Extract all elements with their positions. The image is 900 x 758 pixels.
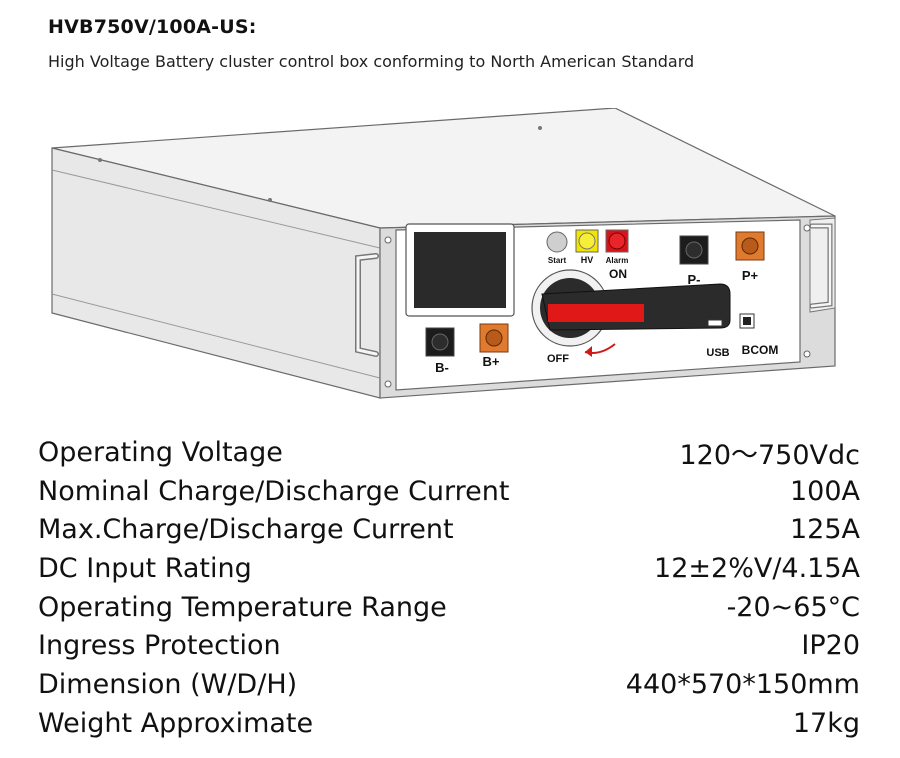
spec-value: -20~65°C: [726, 591, 860, 623]
spec-value: 17kg: [792, 707, 860, 739]
spec-row: Max.Charge/Discharge Current 125A: [38, 510, 860, 549]
left-handle: [355, 253, 379, 357]
on-label: ON: [609, 267, 627, 281]
indicator-start-light: Start: [546, 231, 568, 265]
spec-value: IP20: [801, 630, 860, 662]
spec-row: Ingress Protection IP20: [38, 626, 860, 665]
spec-label: Operating Voltage: [38, 436, 283, 468]
spec-label: Ingress Protection: [38, 630, 281, 662]
svg-text:P+: P+: [742, 268, 759, 283]
svg-text:Alarm: Alarm: [606, 256, 629, 265]
spec-label: Nominal Charge/Discharge Current: [38, 475, 510, 507]
control-box-illustration: Start HV Alarm ON P- P+ OFF B-: [51, 108, 836, 399]
spec-value: 100A: [789, 475, 860, 507]
svg-text:OFF: OFF: [547, 353, 569, 365]
svg-text:BCOM: BCOM: [742, 343, 779, 357]
bcom-port: BCOM: [739, 313, 779, 357]
svg-text:Start: Start: [548, 256, 567, 265]
usb-port: USB: [706, 319, 730, 359]
spec-label: Dimension (W/D/H): [38, 668, 298, 700]
spec-label: Operating Temperature Range: [38, 591, 447, 623]
svg-text:HV: HV: [581, 255, 594, 265]
indicator-alarm-light: Alarm: [605, 229, 629, 265]
spec-value: 12±2%V/4.15A: [654, 552, 860, 584]
svg-text:USB: USB: [706, 347, 729, 359]
spec-row: Nominal Charge/Discharge Current 100A: [38, 472, 860, 511]
spec-row: Operating Temperature Range -20~65°C: [38, 588, 860, 627]
right-handle: [809, 217, 836, 313]
product-title: HVB750V/100A-US:: [48, 16, 257, 38]
p-plus-terminal: P+: [735, 231, 765, 283]
indicator-hv-light: HV: [575, 229, 599, 265]
svg-text:B-: B-: [435, 360, 449, 375]
spec-row: Weight Approximate 17kg: [38, 704, 860, 743]
lcd-display: [405, 223, 515, 317]
b-plus-terminal: B+: [479, 323, 509, 369]
switch-handle-red-insert: [548, 304, 644, 322]
spec-row: DC Input Rating 12±2%V/4.15A: [38, 549, 860, 588]
rotary-disconnect-switch: OFF: [531, 269, 731, 365]
spec-value: 120～750Vdc: [679, 439, 860, 471]
spec-value: 440*570*150mm: [625, 668, 860, 700]
spec-value: 125A: [789, 514, 860, 546]
b-minus-terminal: B-: [425, 327, 455, 375]
svg-text:P-: P-: [688, 272, 701, 287]
svg-text:B+: B+: [483, 354, 500, 369]
spec-label: DC Input Rating: [38, 552, 252, 584]
spec-label: Weight Approximate: [38, 707, 314, 739]
p-minus-terminal: P-: [679, 235, 709, 287]
spec-label: Max.Charge/Discharge Current: [38, 514, 454, 546]
spec-row: Operating Voltage 120～750Vdc: [38, 433, 860, 472]
spec-row: Dimension (W/D/H) 440*570*150mm: [38, 665, 860, 704]
product-subtitle: High Voltage Battery cluster control box…: [48, 52, 695, 71]
